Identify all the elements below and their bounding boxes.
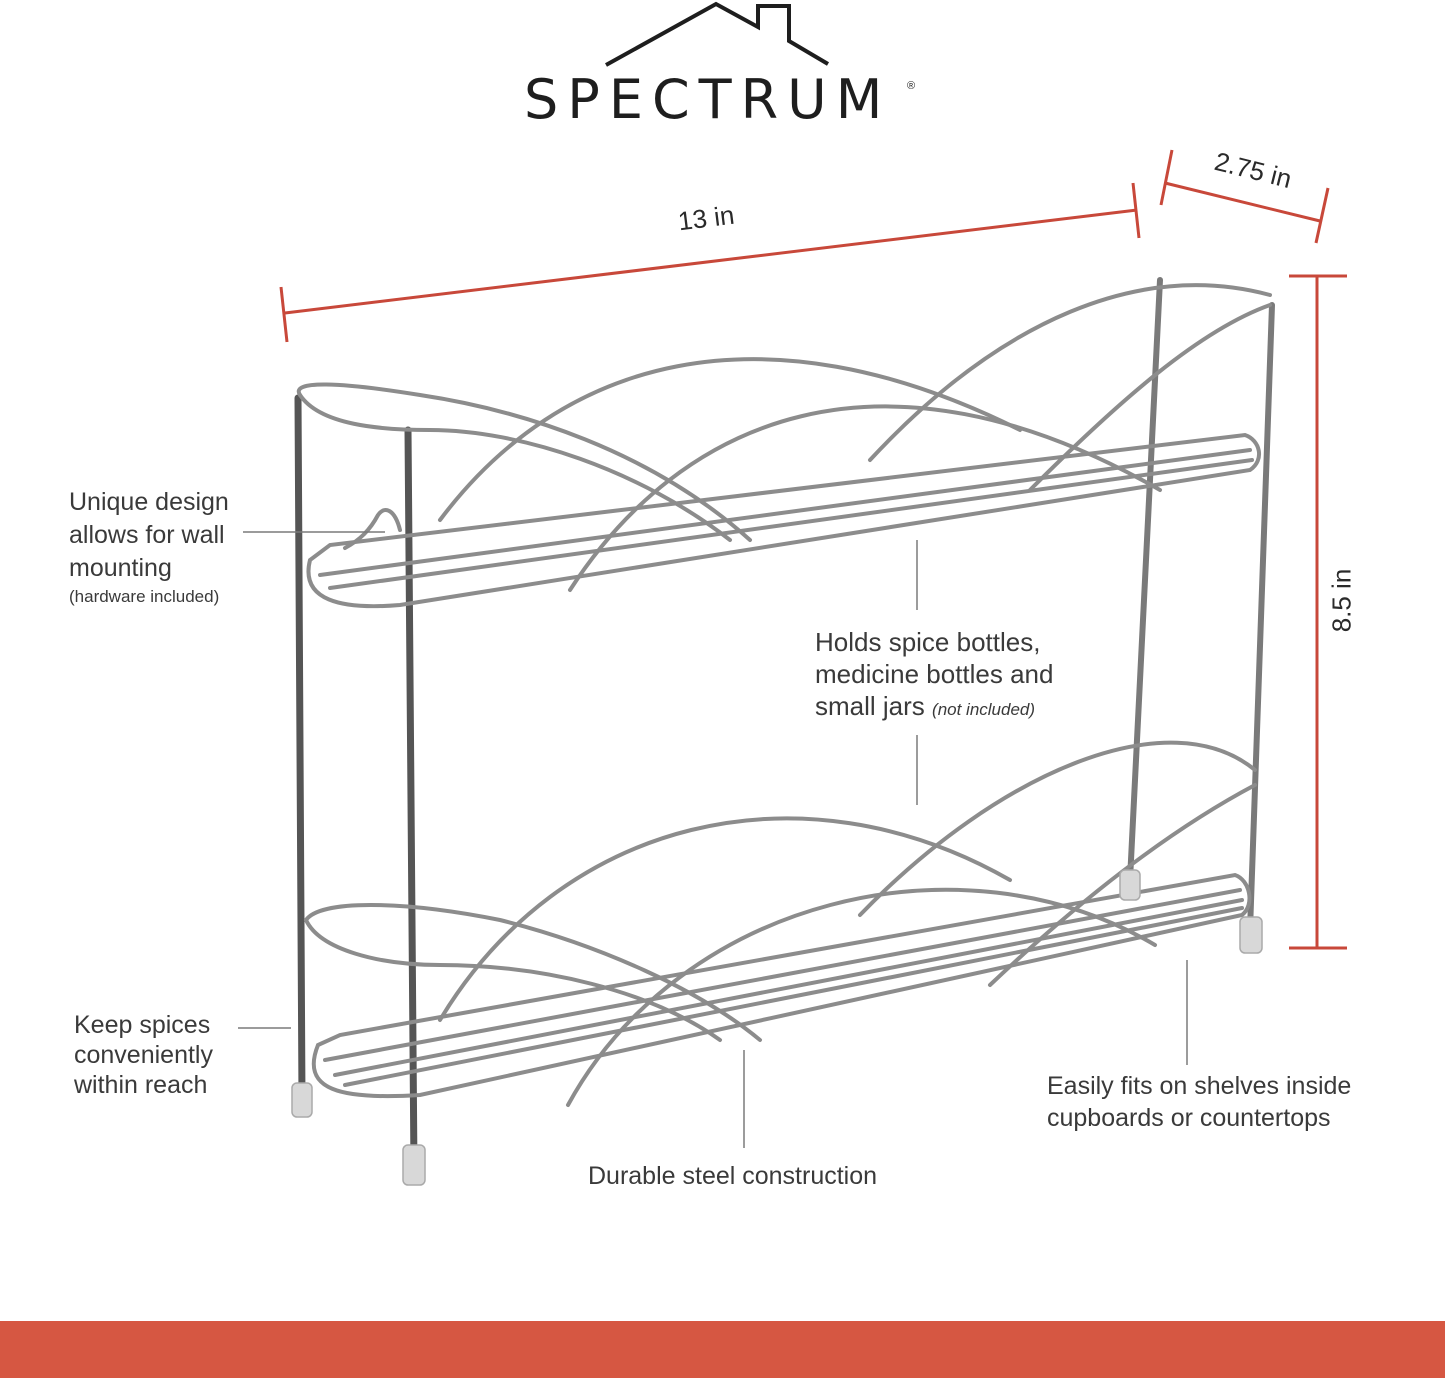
callout-line: Holds spice bottles, [815,627,1041,657]
registered-mark: ® [907,80,916,92]
height-dimension-label: 8.5 in [1326,568,1357,633]
callout-note: (not included) [932,700,1036,719]
callout-note: (hardware included) [69,587,220,606]
callout-durable-steel: Durable steel construction [588,1162,878,1190]
callout-line: medicine bottles and [815,659,1054,689]
width-dimension-line [279,182,1141,343]
house-roof-icon [605,1,830,67]
callout-line: allows for wall [69,521,225,549]
callout-line: small jars [815,691,925,721]
callout-line: within reach [74,1071,208,1099]
callout-leader-lines [238,531,1188,1148]
callout-line: cupboards or countertops [1047,1104,1331,1132]
callout-line: Keep spices [74,1011,211,1039]
height-dimension-line [1289,274,1347,950]
callout-holds-bottles: Holds spice bottles, medicine bottles an… [815,626,1053,726]
callout-line: conveniently [74,1041,213,1069]
callout-line: mounting [69,554,172,582]
callout-line: Easily fits on shelves inside [1047,1072,1352,1100]
brand-logo: SPECTRUM ® [0,0,1445,140]
spice-rack-illustration [291,277,1275,1186]
callout-wall-mount: Unique design allows for wall mounting (… [69,486,229,609]
callout-within-reach: Keep spices conveniently within reach [74,1010,213,1100]
callout-line: Unique design [69,488,229,516]
callout-easily-fits: Easily fits on shelves inside cupboards … [1047,1070,1351,1134]
footer-accent-bar [0,1321,1445,1378]
depth-dimension-line [1159,149,1330,244]
brand-name: SPECTRUM [524,68,892,131]
